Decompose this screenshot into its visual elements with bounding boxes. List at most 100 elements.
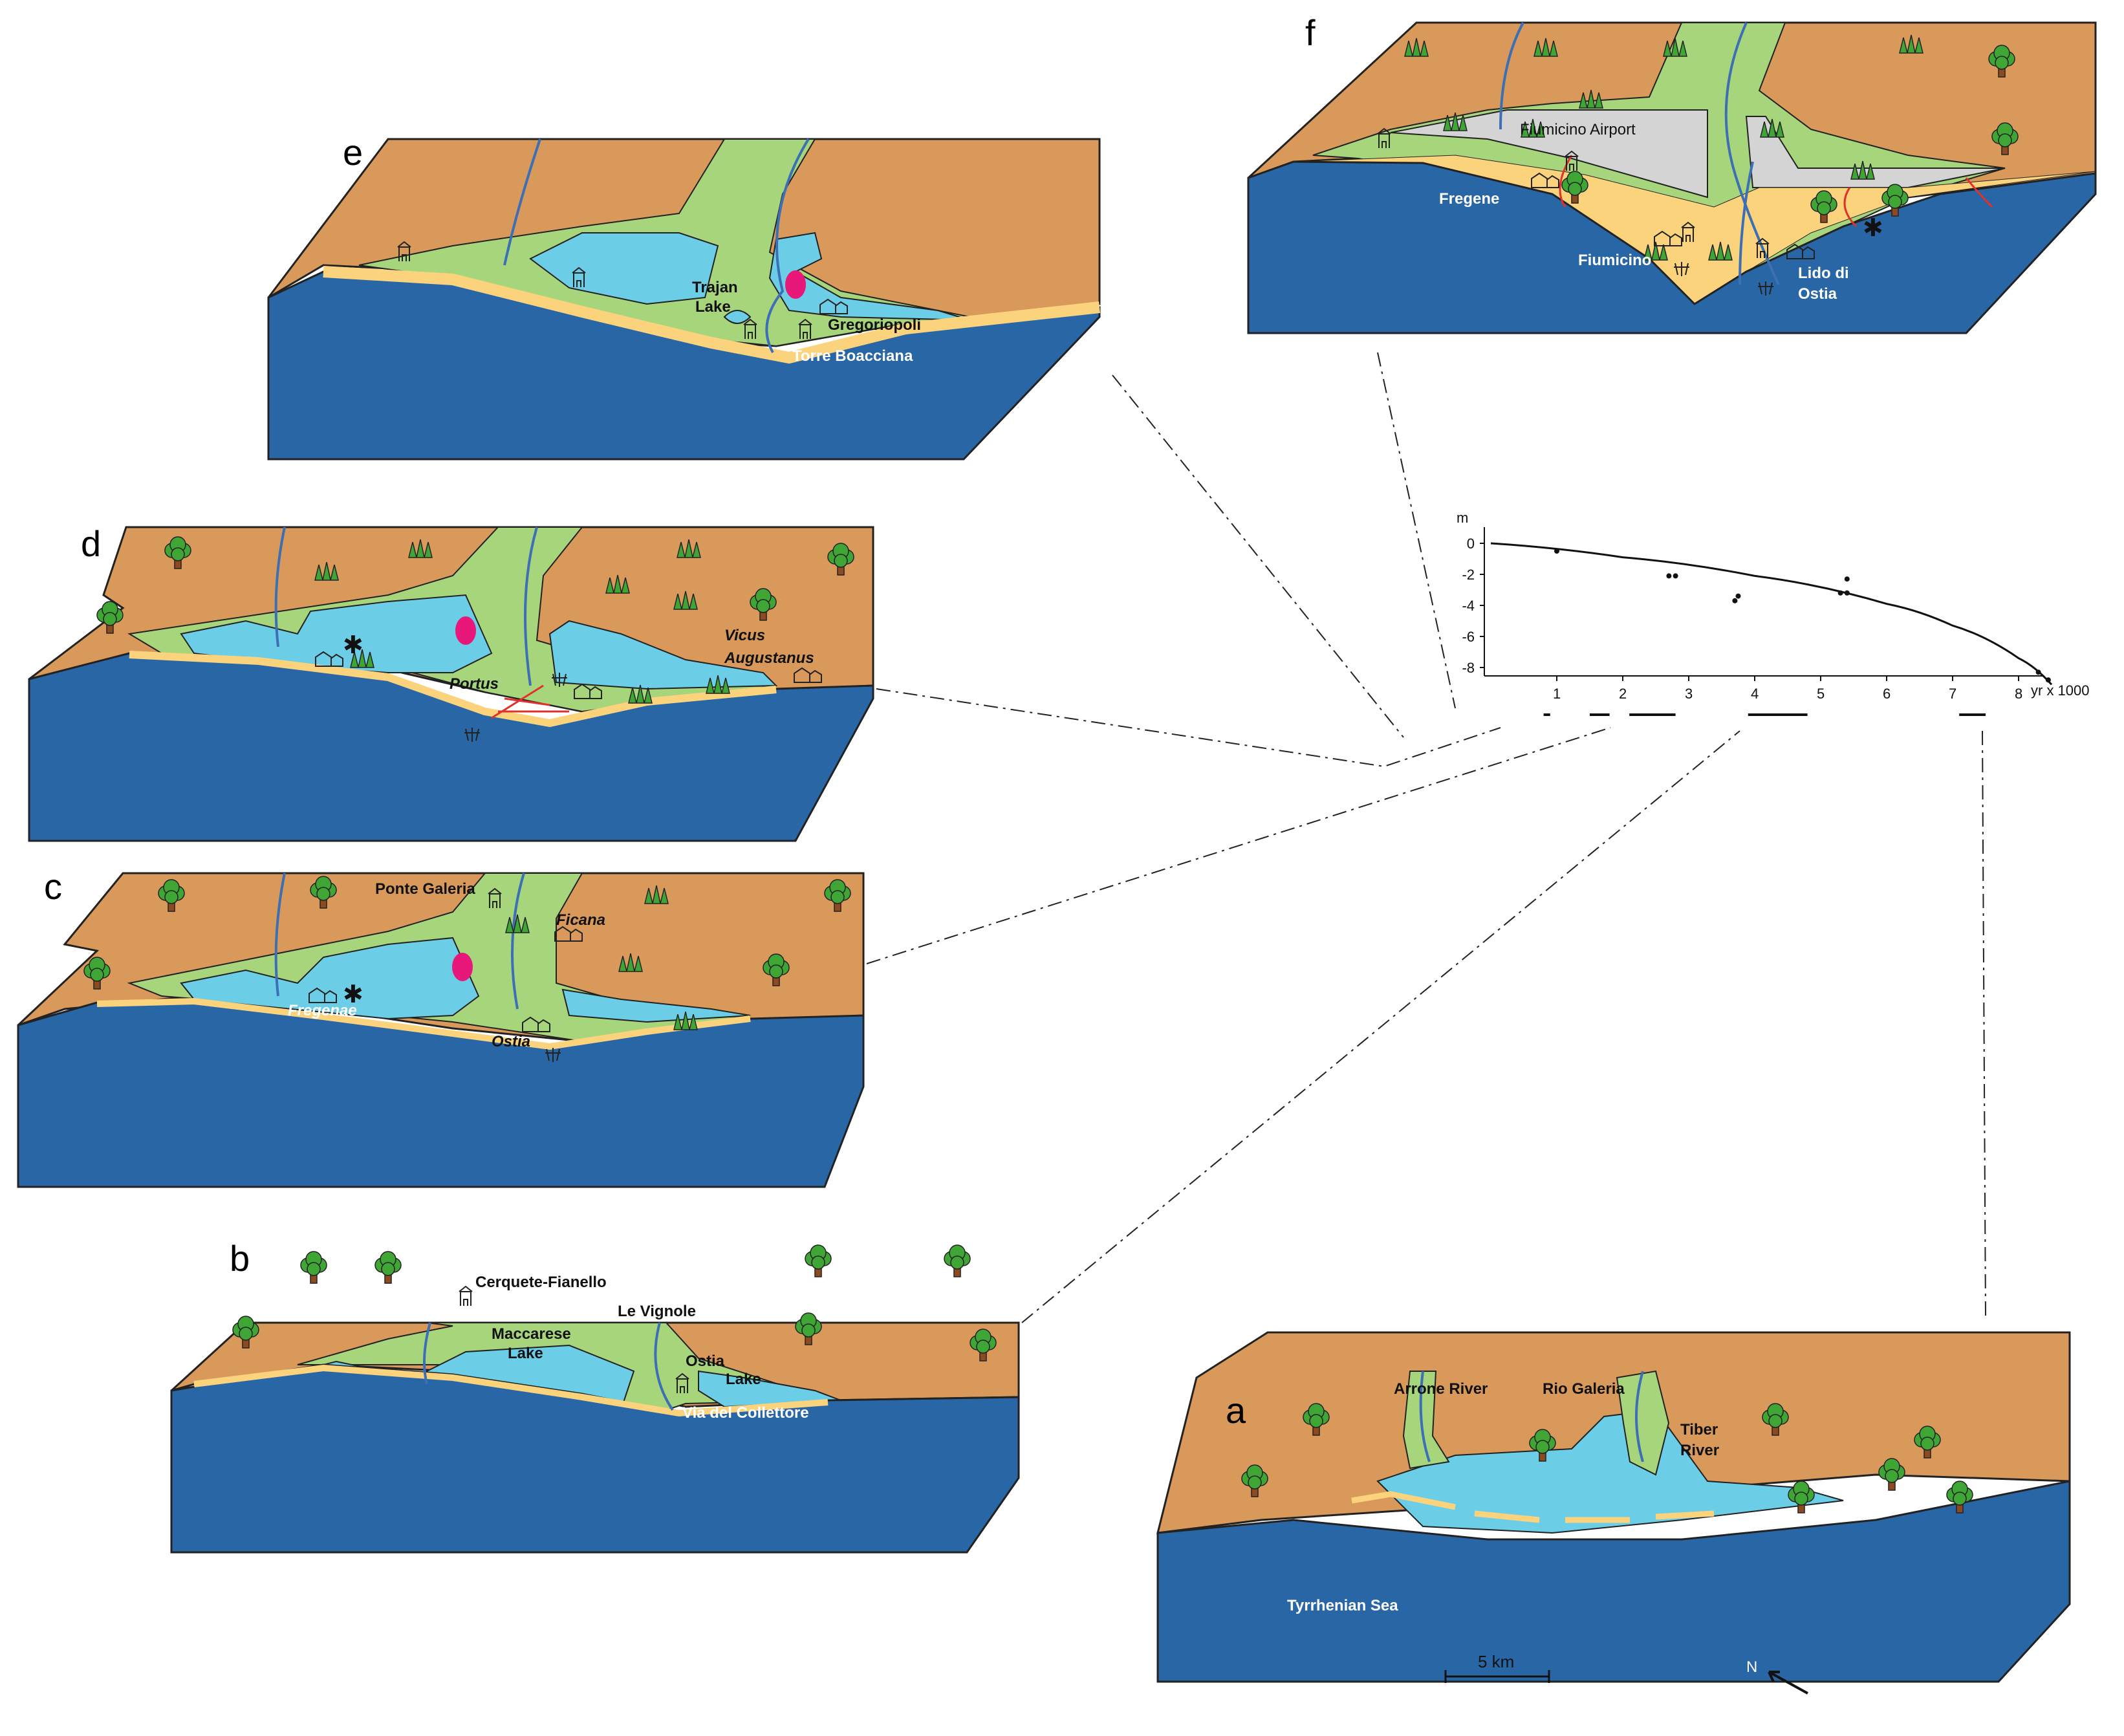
panel-letter-f: f xyxy=(1305,12,1316,53)
pine-tree-icon xyxy=(605,574,630,594)
panel-letter-a: a xyxy=(1226,1390,1246,1431)
label-arrone-river: Arrone River xyxy=(1394,1380,1488,1398)
pine-tree-icon xyxy=(628,684,653,704)
pine-tree-icon xyxy=(1850,160,1875,180)
label-ostia-lake-2: Lake xyxy=(726,1371,761,1388)
data-point xyxy=(1844,576,1850,582)
panel-b: b Cerquete-Fianello Le Vignole Maccarese… xyxy=(170,1238,1020,1554)
pine-tree-icon xyxy=(1899,34,1924,54)
core-site-marker xyxy=(455,616,476,645)
y-tick-label: -4 xyxy=(1462,598,1475,614)
tree-icon xyxy=(300,1251,327,1284)
label-portus: Portus xyxy=(450,675,499,693)
connector-e xyxy=(1112,374,1404,738)
river-d xyxy=(274,526,538,686)
connector-f xyxy=(1377,352,1456,709)
tree-icon xyxy=(944,1244,971,1277)
airport-f xyxy=(1390,109,1708,199)
label-fregenae: Fregenae xyxy=(288,1002,357,1019)
pine-tree-icon xyxy=(505,914,530,933)
panel-c: ✱ c Ponte Galeria Ficana Fregenae Ostia xyxy=(17,866,865,1188)
delta-a xyxy=(1402,1371,1450,1470)
connector-c xyxy=(866,727,1611,964)
data-point xyxy=(1554,548,1559,554)
label-fiumicino-airport: Fiumicino Airport xyxy=(1520,121,1636,138)
label-trajan-1: Trajan xyxy=(692,279,738,296)
data-point xyxy=(1735,593,1741,599)
connector-lines xyxy=(866,352,1986,1323)
coastline-old-f xyxy=(1559,155,1993,228)
label-le-vignole: Le Vignole xyxy=(618,1303,696,1320)
y-tick-label: -6 xyxy=(1462,629,1475,645)
x-tick-label: 6 xyxy=(1883,686,1891,702)
river-a xyxy=(1419,1371,1644,1462)
pine-tree-icon xyxy=(1533,38,1558,57)
data-point xyxy=(1844,590,1850,596)
label-lido-1: Lido di xyxy=(1798,265,1849,282)
label-ficana: Ficana xyxy=(556,911,605,929)
label-tyrrhenian-sea: Tyrrhenian Sea xyxy=(1287,1597,1398,1614)
settlement-icon xyxy=(459,1286,473,1307)
label-gregoriopoli: Gregoriopoli xyxy=(828,316,921,334)
label-ostia: Ostia xyxy=(492,1033,530,1050)
panel-letter-e: e xyxy=(343,132,363,173)
pine-tree-icon xyxy=(618,953,643,972)
pine-tree-icon xyxy=(1708,241,1733,261)
data-point xyxy=(2035,669,2041,675)
panel-e: e Trajan Lake Gregoriopoli Torre Boaccia… xyxy=(267,132,1101,461)
y-tick-label: 0 xyxy=(1467,536,1475,552)
beach-a xyxy=(1351,1491,1715,1523)
connector-a xyxy=(1982,730,1986,1317)
label-cerquete-fianello: Cerquete-Fianello xyxy=(475,1274,607,1291)
burial-mark-icon: ✱ xyxy=(343,981,363,1008)
sea-a xyxy=(1156,1480,2071,1683)
river-f xyxy=(1499,22,1780,285)
lagoon-east-d xyxy=(548,620,778,690)
label-ostia-lake-1: Ostia xyxy=(686,1352,725,1370)
label-trajan-2: Lake xyxy=(695,298,731,316)
trajan-lake-e xyxy=(723,310,752,324)
label-tiber-2: River xyxy=(1680,1442,1719,1459)
x-tick-label: 3 xyxy=(1685,686,1693,702)
airport-east-f xyxy=(1745,116,2006,188)
label-tiber-1: Tiber xyxy=(1680,1421,1718,1438)
data-point xyxy=(1837,590,1843,596)
panel-d: ✱ d Portus Vicus Augustanus xyxy=(28,523,874,842)
panel-f: ✱ f Fiumicino Airport Fregene Fiumicino … xyxy=(1247,12,2097,334)
label-maccarese-2: Lake xyxy=(508,1345,543,1362)
label-torre-boacciana: Torre Boacciana xyxy=(792,347,913,365)
river-b xyxy=(423,1322,674,1411)
panel-letter-c: c xyxy=(44,866,62,907)
lagoon-ostia-c xyxy=(561,988,751,1023)
beach-c xyxy=(96,997,751,1050)
burial-mark-icon: ✱ xyxy=(343,632,363,659)
data-point xyxy=(1673,573,1678,579)
panel-letter-b: b xyxy=(230,1238,250,1279)
pine-tree-icon xyxy=(1404,38,1429,57)
x-tick-label: 1 xyxy=(1553,686,1561,702)
tree-icon xyxy=(1788,1481,1815,1514)
data-point xyxy=(1666,573,1672,579)
label-vicus-2: Augustanus xyxy=(724,649,814,667)
connector-b xyxy=(1021,730,1740,1323)
label-ponte-galeria: Ponte Galeria xyxy=(375,880,475,898)
x-tick-label: 8 xyxy=(2015,686,2022,702)
pine-tree-icon xyxy=(314,561,339,581)
canal-d xyxy=(491,684,569,719)
panel-letter-d: d xyxy=(81,523,101,564)
lagoon-a xyxy=(1376,1409,1844,1534)
x-tick-label: 7 xyxy=(1949,686,1956,702)
pine-tree-icon xyxy=(1760,118,1784,138)
label-rio-galeria: Rio Galeria xyxy=(1543,1380,1625,1398)
chart-points xyxy=(1554,548,2051,683)
river-c xyxy=(274,873,525,1010)
pine-tree-icon xyxy=(673,591,698,610)
pine-tree-icon xyxy=(1663,38,1687,57)
core-site-marker xyxy=(452,953,473,981)
y-tick-label: -8 xyxy=(1462,660,1475,676)
sea-f xyxy=(1247,160,2097,334)
north-label: N xyxy=(1746,1658,1757,1676)
